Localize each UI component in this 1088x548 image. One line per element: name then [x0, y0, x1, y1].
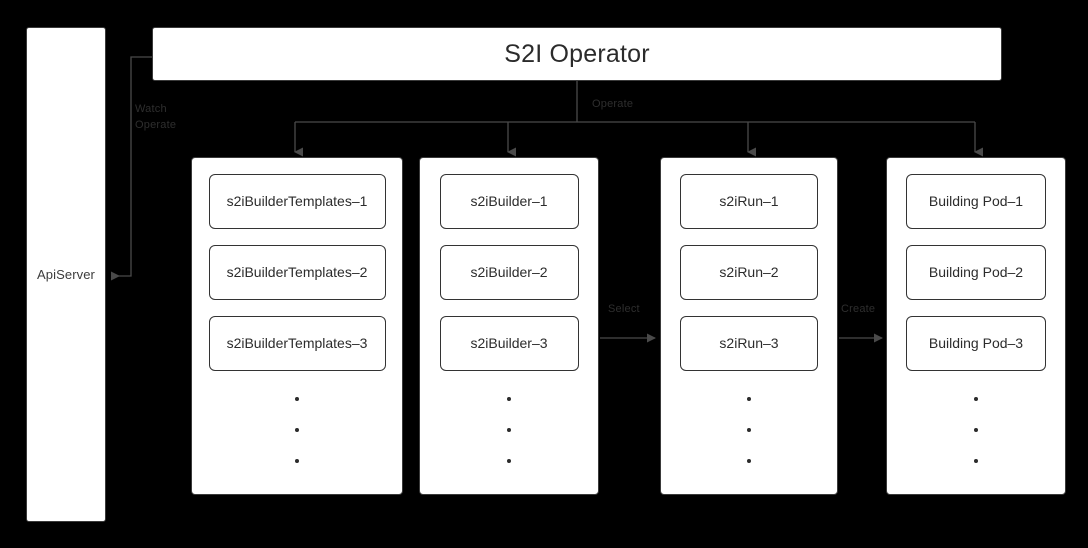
ellipsis-dot: [974, 428, 978, 432]
card-building-pod-3[interactable]: Building Pod–3: [906, 316, 1046, 371]
edge-label-create: Create: [841, 303, 876, 315]
card-s2ibuildertemplates-1[interactable]: s2iBuilderTemplates–1: [208, 174, 386, 229]
card-building-pod-2[interactable]: Building Pod–2: [906, 245, 1046, 300]
ellipsis-dot: [295, 428, 299, 432]
card-s2ibuildertemplates-2[interactable]: s2iBuilderTemplates–2: [208, 245, 386, 300]
ellipsis-dot: [295, 459, 299, 463]
card-s2irun-2[interactable]: s2iRun–2: [680, 245, 818, 300]
ellipsis-s2irun: [747, 397, 751, 490]
ellipsis-dot: [507, 428, 511, 432]
ellipsis-dot: [507, 397, 511, 401]
ellipsis-building-pod: [974, 397, 978, 490]
column-s2irun: s2iRun–1 s2iRun–2 s2iRun–3: [660, 157, 838, 495]
edge-operator-bus: [294, 81, 983, 157]
card-building-pod-1[interactable]: Building Pod–1: [906, 174, 1046, 229]
ellipsis-dot: [747, 397, 751, 401]
s2i-operator-box[interactable]: S2I Operator: [152, 27, 1002, 81]
edge-label-operate: Operate: [592, 98, 634, 110]
card-s2ibuildertemplates-3[interactable]: s2iBuilderTemplates–3: [208, 316, 386, 371]
ellipsis-s2ibuilder: [507, 397, 511, 490]
ellipsis-dot: [295, 397, 299, 401]
edge-label-watch-operate: Watch Operate: [135, 102, 176, 134]
ellipsis-dot: [747, 428, 751, 432]
ellipsis-dot: [507, 459, 511, 463]
column-building-pod: Building Pod–1 Building Pod–2 Building P…: [886, 157, 1066, 495]
edge-operator-to-apiserver: [111, 56, 152, 281]
card-s2irun-3[interactable]: s2iRun–3: [680, 316, 818, 371]
ellipsis-s2ibuildertemplates: [295, 397, 299, 490]
card-s2ibuilder-2[interactable]: s2iBuilder–2: [439, 245, 579, 300]
card-s2irun-1[interactable]: s2iRun–1: [680, 174, 818, 229]
ellipsis-dot: [974, 397, 978, 401]
ellipsis-dot: [747, 459, 751, 463]
ellipsis-dot: [974, 459, 978, 463]
card-s2ibuilder-1[interactable]: s2iBuilder–1: [439, 174, 579, 229]
edge-label-operate-left: Operate: [135, 118, 177, 131]
edge-label-select: Select: [608, 303, 640, 315]
page-title: S2I Operator: [504, 39, 650, 68]
column-s2ibuildertemplates: s2iBuilderTemplates–1 s2iBuilderTemplate…: [191, 157, 403, 495]
apiserver-label: ApiServer: [37, 267, 95, 282]
edge-label-watch: Watch: [135, 103, 167, 115]
apiserver-box[interactable]: ApiServer: [26, 27, 106, 522]
card-s2ibuilder-3[interactable]: s2iBuilder–3: [439, 316, 579, 371]
column-s2ibuilder: s2iBuilder–1 s2iBuilder–2 s2iBuilder–3: [419, 157, 599, 495]
